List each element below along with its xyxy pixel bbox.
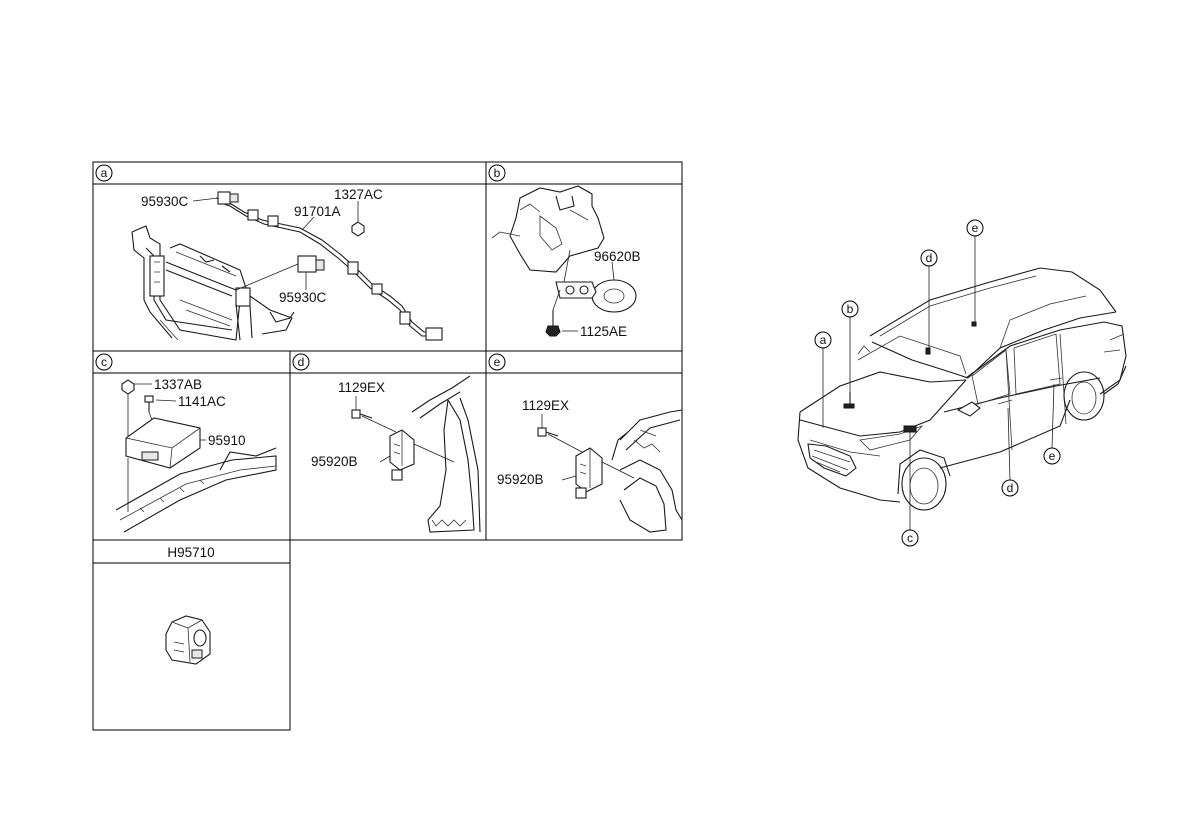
label-1129ex-d: 1129EX: [338, 380, 385, 395]
panel-tag-d-text: d: [298, 355, 305, 369]
car-callout-c-text: c: [907, 531, 913, 545]
panel-c-drawing: [115, 379, 277, 533]
panel-tag-b: b: [488, 164, 506, 182]
label-95930c-right: 95930C: [279, 290, 327, 305]
car-callout-e-bottom: e: [1043, 447, 1061, 465]
car-callout-d-top: d: [920, 249, 938, 267]
label-95920b-e: 95920B: [497, 472, 544, 487]
panel-h-drawing: [165, 615, 211, 665]
label-1129ex-e: 1129EX: [522, 398, 569, 413]
panel-h-title: H95710: [167, 545, 214, 560]
label-95930c-left: 95930C: [141, 194, 189, 209]
car-callout-a-text: a: [820, 333, 827, 347]
panel-tag-e-text: e: [494, 355, 501, 369]
panel-tag-c-text: c: [101, 355, 107, 369]
panel-d-drawing: [351, 375, 481, 533]
car-callout-d-bottom-text: d: [1007, 481, 1014, 495]
panel-tag-c: c: [95, 353, 113, 371]
label-1141ac: 1141AC: [178, 394, 226, 409]
panel-tag-e: e: [488, 353, 506, 371]
panel-a-drawing: [131, 191, 443, 341]
panel-grid: [92, 161, 683, 731]
label-1337ab: 1337AB: [154, 377, 202, 392]
car-callout-b: b: [841, 300, 859, 318]
panel-b-drawing: [491, 185, 637, 337]
car-callout-b-text: b: [847, 302, 854, 316]
car-callout-e-top: e: [966, 219, 984, 237]
car-callout-d-bottom: d: [1001, 479, 1019, 497]
car-illustration: a b c d e d e: [797, 219, 1127, 547]
car-callout-e-bottom-text: e: [1049, 449, 1056, 463]
label-95910: 95910: [208, 433, 246, 448]
panel-tag-a-text: a: [101, 166, 108, 180]
label-1125ae: 1125AE: [580, 324, 627, 339]
panel-tag-a: a: [95, 164, 113, 182]
car-callout-e-top-text: e: [972, 221, 979, 235]
panel-tag-d: d: [292, 353, 310, 371]
panel-e-drawing: [537, 409, 683, 533]
label-1327ac: 1327AC: [334, 187, 383, 202]
label-91701a: 91701A: [294, 204, 341, 219]
label-96620b: 96620B: [594, 249, 641, 264]
panel-tag-b-text: b: [494, 166, 501, 180]
car-callout-a: a: [814, 331, 832, 349]
car-callout-d-top-text: d: [926, 251, 933, 265]
label-95920b-d: 95920B: [311, 454, 358, 469]
car-callout-c: c: [901, 529, 919, 547]
